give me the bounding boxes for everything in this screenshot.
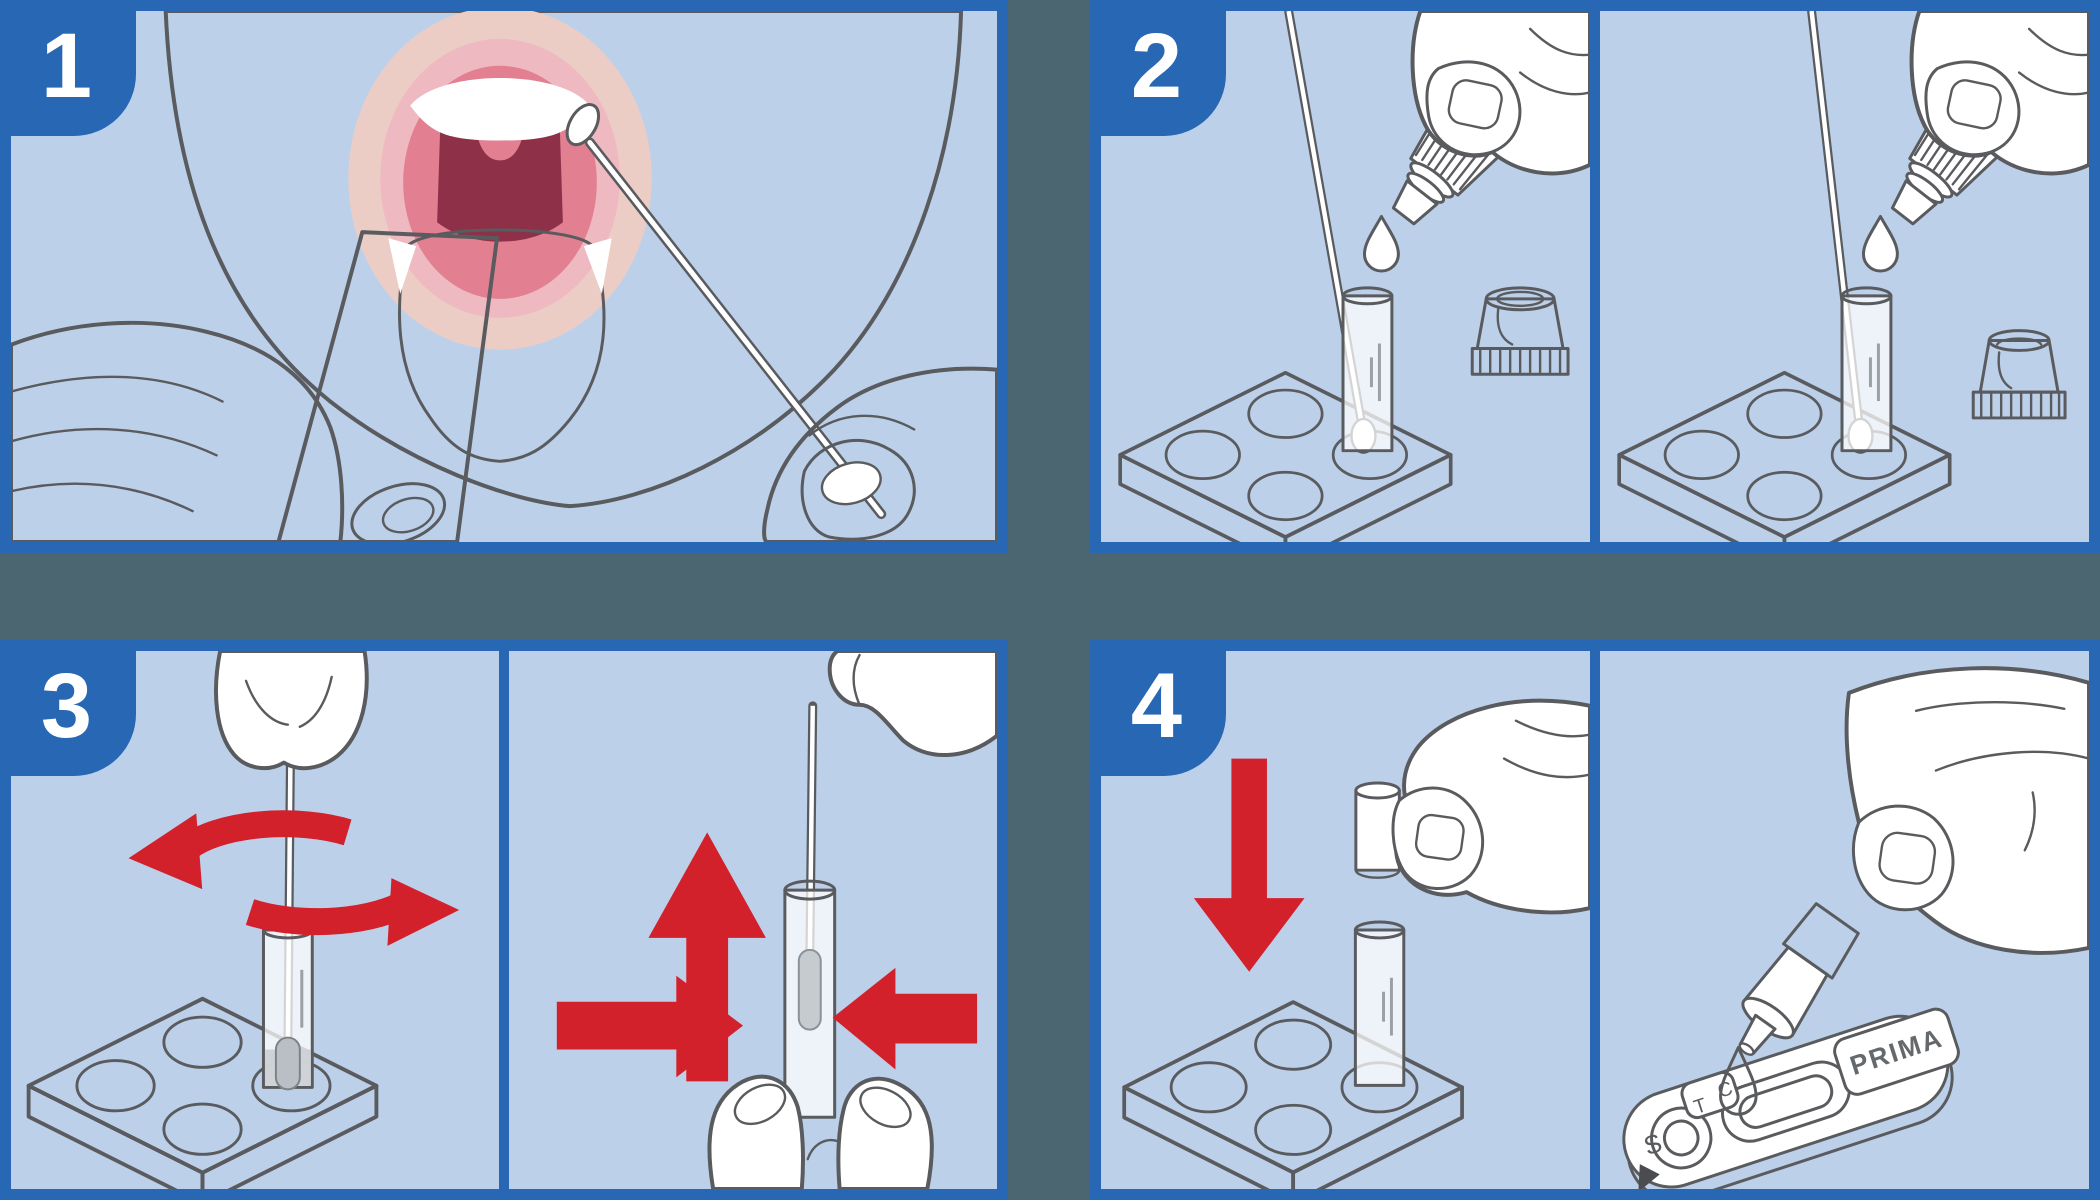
- step-3-panel: 3: [0, 640, 1008, 1200]
- thumbnail: [1414, 813, 1465, 861]
- step-4-badge: 4: [1101, 651, 1226, 776]
- fingernail: [381, 496, 435, 534]
- sub-panel-divider: [499, 651, 509, 1189]
- extraction-tube: [1840, 286, 1893, 453]
- squeeze-arrows-icon: [556, 967, 978, 1078]
- buffer-drop-green-illustration: [1617, 11, 2089, 542]
- thumbnail: [820, 461, 882, 506]
- rotate-arrows-icon: [128, 810, 460, 946]
- extraction-tube: [783, 879, 837, 1119]
- swab-rotation-illustration: [26, 651, 460, 1189]
- blue-cap-icon: [1470, 286, 1570, 376]
- fingernail: [859, 1086, 912, 1129]
- up-arrow-icon: [648, 832, 766, 1082]
- thumbnail: [1946, 79, 2002, 130]
- sub-panel-divider: [1590, 11, 1600, 542]
- sub-panel-divider: [1590, 651, 1600, 1189]
- thumbnail: [1447, 79, 1503, 130]
- inverted-dropper-tube: [1738, 902, 1860, 1056]
- step-2-left-scene: [1101, 11, 1590, 542]
- hand-squeezing-bottle: [1909, 11, 2089, 176]
- swab-tip: [274, 1036, 301, 1091]
- buffer-drop-blue-illustration: [1118, 11, 1590, 542]
- hand-holding-swab: [214, 651, 369, 771]
- hand-holding-cap: [1391, 698, 1590, 915]
- step-4-right-scene: S C T PRIMA: [1600, 651, 2089, 1189]
- throat: [437, 114, 563, 242]
- squeeze-and-remove-illustration: [556, 651, 997, 1189]
- tube-stand: [1122, 1000, 1464, 1189]
- step-3-right-scene: [509, 651, 997, 1189]
- step-4-left-scene: [1101, 651, 1590, 1189]
- step-1-badge: 1: [11, 11, 136, 136]
- test-cassette: S C T PRIMA: [1622, 1007, 1960, 1189]
- tongue: [397, 228, 606, 463]
- tube-stand: [1118, 370, 1453, 542]
- dispense-on-cassette-illustration: S C T PRIMA: [1622, 666, 2089, 1189]
- throat-swab-illustration: [11, 11, 997, 542]
- step-2-badge: 2: [1101, 11, 1226, 136]
- left-hand: [11, 320, 447, 542]
- step-1-panel: 1: [0, 0, 1008, 553]
- well-arrow-icon: [1638, 1164, 1660, 1189]
- hand-squeezing-bottle: [1410, 11, 1590, 176]
- down-arrow-icon: [1193, 758, 1305, 972]
- step-3-badge: 3: [11, 651, 136, 776]
- swab-tip: [565, 103, 601, 147]
- swab: [565, 103, 887, 520]
- step-4-panel: 4 S: [1090, 640, 2100, 1200]
- brand-label-box: [1833, 1007, 1960, 1096]
- buffer-drop: [1362, 214, 1400, 273]
- sample-well: [1650, 1106, 1713, 1170]
- step-2-right-scene: [1600, 11, 2089, 542]
- thumbnail: [1878, 831, 1937, 885]
- swab-tip: [797, 948, 822, 1031]
- sample-drop: [1719, 1046, 1758, 1116]
- extraction-tube: [261, 920, 314, 1091]
- hand-holding-swab: [827, 651, 997, 758]
- right-hand: [762, 366, 997, 542]
- extraction-tube: [1341, 286, 1394, 453]
- green-cap-icon: [1971, 329, 2067, 420]
- buffer-drop: [1861, 214, 1899, 273]
- tube-stand: [1617, 370, 1952, 542]
- face: [163, 11, 964, 509]
- tube-stand: [26, 996, 379, 1189]
- fingernail: [733, 1083, 787, 1126]
- tongue-depressor: [276, 230, 500, 542]
- cap-tube-illustration: [1122, 698, 1590, 1189]
- squeezing-fingers: [707, 1074, 934, 1189]
- hand-squeezing-tube: [1844, 666, 2089, 955]
- step-2-panel: 2: [1090, 0, 2100, 553]
- step-3-left-scene: [11, 651, 499, 1189]
- extraction-tube: [1353, 920, 1406, 1087]
